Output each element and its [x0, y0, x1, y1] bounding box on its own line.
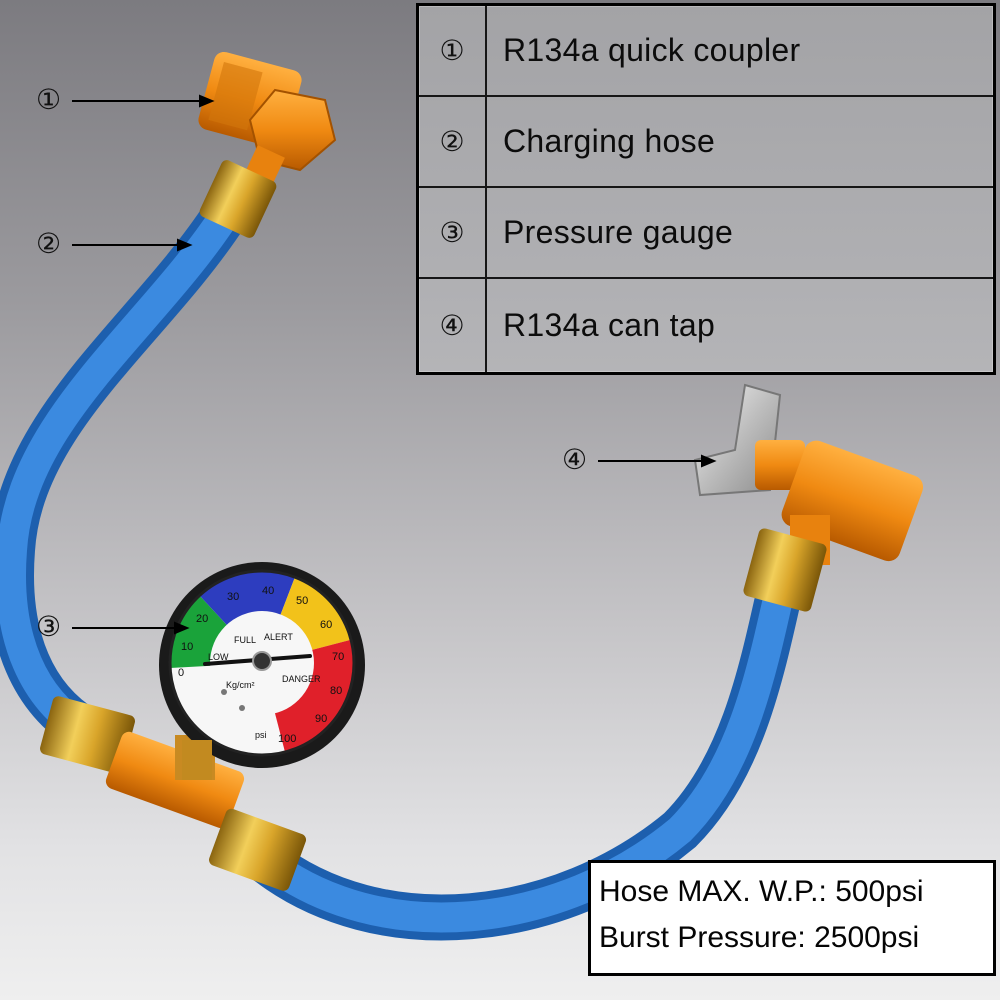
legend-number: ③	[419, 188, 487, 277]
charging-hose-2-highlight	[250, 575, 795, 933]
spec-max-working-pressure: Hose MAX. W.P.: 500psi	[599, 875, 924, 908]
gauge-tick: 20	[196, 613, 208, 625]
gauge-tick: 60	[320, 619, 332, 631]
legend-row: ③ Pressure gauge	[419, 188, 993, 279]
legend-label: R134a quick coupler	[503, 32, 801, 68]
parts-legend-table: ① R134a quick coupler ② Charging hose ③ …	[416, 3, 996, 375]
gauge-unit: psi	[255, 730, 267, 740]
gauge-zone-label-low: LOW	[208, 652, 229, 662]
gauge-tick: 0	[178, 667, 184, 679]
can-tap	[693, 383, 924, 612]
legend-label: Pressure gauge	[503, 214, 734, 250]
pressure-gauge: 0 10 20 30 40 50 60 70 80 90 100 LOW FUL…	[159, 562, 365, 780]
charging-hose-highlight	[0, 200, 240, 745]
callout-3: ③	[36, 610, 62, 643]
callout-1: ①	[36, 83, 62, 116]
spec-burst-pressure: Burst Pressure: 2500psi	[599, 921, 920, 954]
gauge-zone-label-alert: ALERT	[264, 632, 293, 642]
legend-row: ① R134a quick coupler	[419, 6, 993, 97]
gauge-tick: 70	[332, 651, 344, 663]
callout-4: ④	[562, 443, 588, 476]
gauge-tick: 80	[330, 685, 342, 697]
gauge-tick: 30	[227, 591, 239, 603]
legend-row: ④ R134a can tap	[419, 279, 993, 372]
gauge-zone-label-full: FULL	[234, 635, 256, 645]
gauge-tick: 100	[278, 733, 296, 745]
spec-box: Hose MAX. W.P.: 500psi Burst Pressure: 2…	[588, 860, 996, 976]
gauge-tick: 40	[262, 585, 274, 597]
quick-coupler	[198, 51, 337, 238]
gauge-tick: 90	[315, 713, 327, 725]
callout-2: ②	[36, 227, 62, 260]
legend-label: R134a can tap	[503, 307, 716, 343]
gauge-zone-label-danger: DANGER	[282, 674, 321, 684]
legend-row: ② Charging hose	[419, 97, 993, 188]
legend-number: ①	[419, 6, 487, 95]
gauge-unit-alt: Kg/cm²	[226, 680, 255, 690]
gauge-tick: 50	[296, 595, 308, 607]
legend-number: ②	[419, 97, 487, 186]
legend-label: Charging hose	[503, 123, 716, 159]
legend-number: ④	[419, 279, 487, 372]
gauge-tick: 10	[181, 641, 193, 653]
